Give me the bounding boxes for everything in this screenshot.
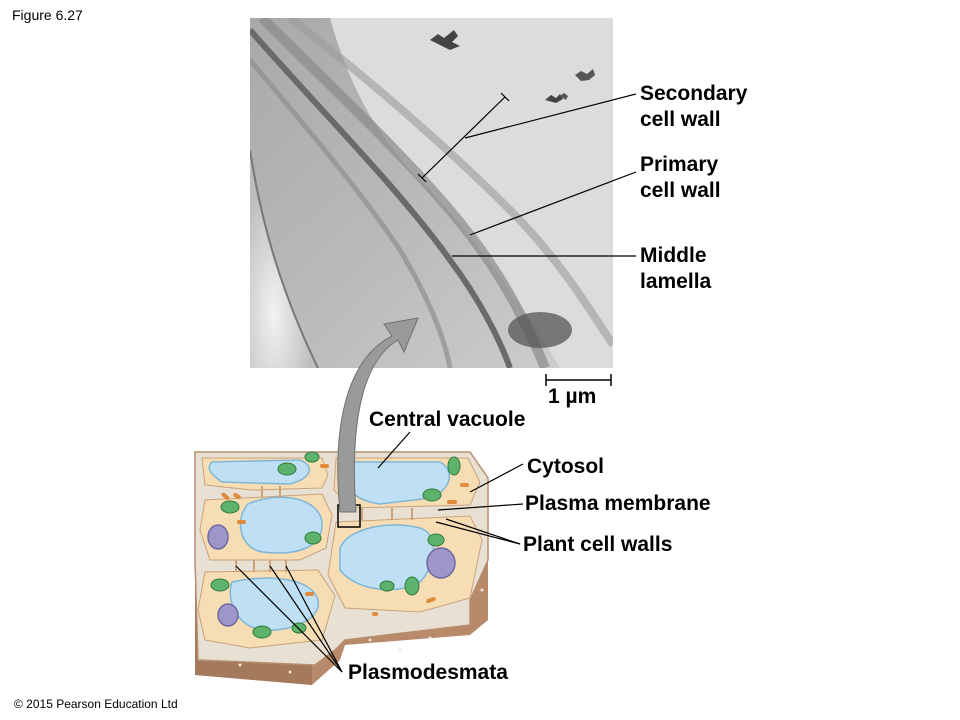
plasmodesmata-label: Plasmodesmata: [348, 661, 508, 684]
plasma-membrane-label: Plasma membrane: [525, 492, 711, 515]
micrograph-leaders: [417, 92, 637, 257]
copyright: © 2015 Pearson Education Ltd: [14, 697, 178, 711]
scale-bar: [545, 374, 612, 386]
scale-bar-label: 1 µm: [548, 385, 597, 408]
central-vacuole-label: Central vacuole: [369, 408, 526, 431]
cytosol-label: Cytosol: [527, 455, 605, 478]
plant-cell-walls-label: Plant cell walls: [523, 533, 673, 556]
figure-label: Figure 6.27: [12, 7, 83, 23]
micrograph: [250, 18, 613, 368]
zoom-arrow: [337, 317, 419, 513]
secondary-cell-wall-label: Secondary cell wall: [640, 82, 748, 131]
diagram-leaders: [235, 431, 524, 673]
cell-diagram: [194, 451, 489, 685]
primary-cell-wall-label: Primary cell wall: [640, 153, 721, 202]
middle-lamella-label: Middle lamella: [640, 244, 712, 293]
